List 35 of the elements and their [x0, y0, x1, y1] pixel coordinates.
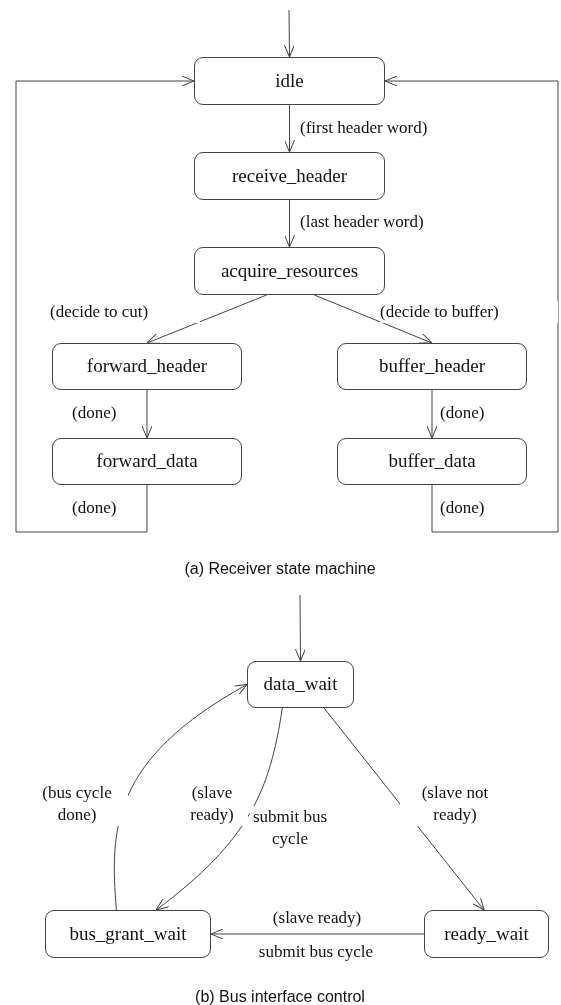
edge-label: (decide to buffer)	[380, 301, 558, 323]
state-name: ready_wait	[444, 921, 529, 946]
transition-arrow	[284, 104, 295, 153]
transition-arrow	[15, 75, 195, 533]
transition-arrow	[384, 75, 559, 533]
state-name: buffer_header	[378, 354, 486, 379]
transition-arrow	[284, 199, 295, 248]
state-box	[194, 57, 385, 105]
state-name: bus_grant_wait	[69, 921, 187, 946]
transition-arrow	[155, 707, 283, 911]
state-name: receive_header	[232, 163, 347, 188]
transition-arrow	[146, 294, 268, 344]
action-label: submit bus cycle	[250, 806, 330, 850]
transition-arrow	[323, 707, 485, 911]
state-box	[194, 152, 385, 200]
state-box	[247, 661, 354, 708]
state-name: acquire_resources	[220, 258, 359, 283]
state-box	[52, 438, 242, 485]
state-name: data_wait	[263, 672, 338, 697]
state-box	[337, 343, 527, 390]
state-box	[194, 247, 385, 295]
state-box	[52, 343, 242, 390]
transition-arrow	[283, 9, 295, 58]
state-name: idle	[275, 68, 304, 93]
transition-arrow	[210, 928, 425, 940]
state-box	[424, 910, 549, 958]
state-box	[337, 438, 527, 485]
transition-arrow	[141, 389, 153, 439]
state-name: buffer_data	[388, 449, 476, 474]
state-box	[45, 910, 211, 958]
transition-arrow	[294, 594, 306, 662]
transition-arrow	[313, 294, 433, 344]
state-name: forward_header	[86, 354, 208, 379]
state-name: forward_data	[96, 449, 198, 474]
transition-arrow	[426, 389, 438, 439]
